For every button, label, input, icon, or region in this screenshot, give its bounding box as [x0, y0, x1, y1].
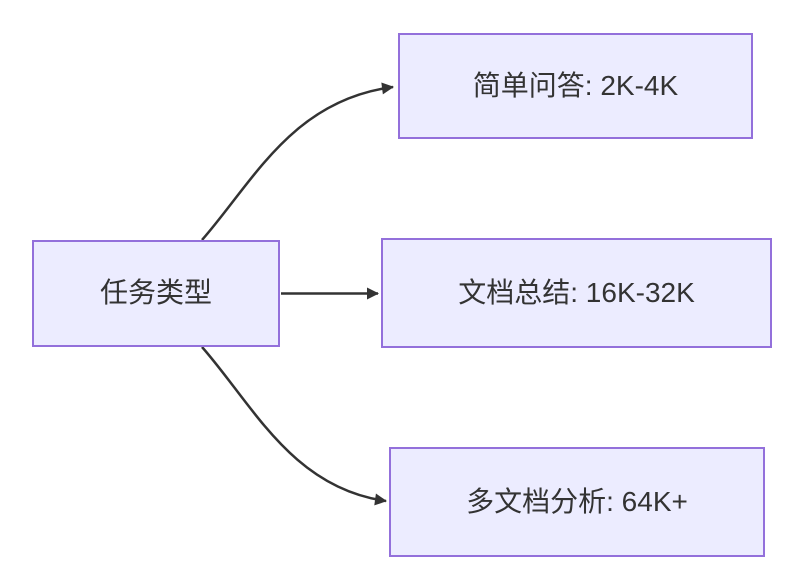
- edge-root-to-simple-qa: [201, 82, 394, 241]
- node-multi-doc-label: 多文档分析: 64K+: [466, 485, 688, 517]
- node-multi-doc: 多文档分析: 64K+: [389, 447, 765, 557]
- node-doc-summary-label: 文档总结: 16K-32K: [458, 276, 695, 308]
- node-simple-qa: 简单问答: 2K-4K: [398, 33, 753, 139]
- node-doc-summary: 文档总结: 16K-32K: [381, 238, 772, 348]
- edge-root-to-multi-doc: [201, 346, 387, 506]
- node-task-type-label: 任务类型: [99, 277, 212, 309]
- node-simple-qa-label: 简单问答: 2K-4K: [472, 69, 679, 101]
- node-task-type: 任务类型: [32, 240, 280, 347]
